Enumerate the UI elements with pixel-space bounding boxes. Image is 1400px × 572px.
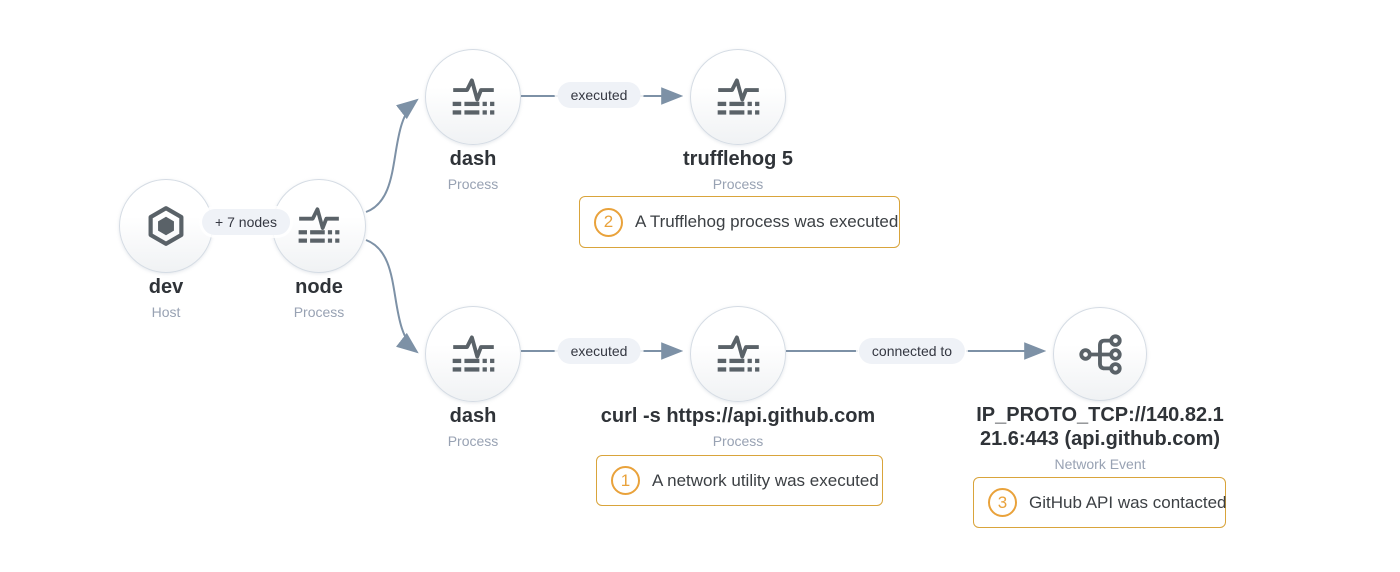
annotation-callout-2: 2 A Trufflehog process was executed	[579, 196, 900, 248]
node-node-process[interactable]	[272, 179, 366, 273]
node-label: IP_PROTO_TCP://140.82.121.6:443 (api.git…	[976, 404, 1224, 450]
node-curl-labels: curl -s https://api.github.com Process	[588, 404, 888, 450]
node-trufflehog-labels: trufflehog 5 Process	[638, 147, 838, 193]
annotation-text: A network utility was executed	[652, 470, 879, 490]
process-icon	[452, 334, 494, 372]
node-sublabel: Host	[151, 304, 181, 320]
host-hexagon-icon	[148, 206, 184, 246]
node-dash-bottom-labels: dash Process	[403, 404, 543, 450]
node-label: curl -s https://api.github.com	[600, 405, 876, 427]
edge-node-to-dash-bottom	[365, 239, 419, 354]
node-dev-host[interactable]	[119, 179, 213, 273]
annotation-callout-1: 1 A network utility was executed	[596, 455, 883, 506]
node-network-event[interactable]	[1053, 307, 1147, 401]
process-icon	[298, 207, 340, 243]
node-sublabel: Process	[447, 433, 499, 449]
network-fork-icon	[1078, 333, 1122, 375]
node-node-labels: node Process	[249, 275, 389, 321]
node-label: dash	[449, 148, 497, 170]
node-label: dev	[148, 276, 184, 298]
node-sublabel: Process	[712, 176, 764, 192]
node-sublabel: Process	[447, 176, 499, 192]
process-icon	[717, 334, 759, 372]
node-curl-process[interactable]	[690, 306, 786, 402]
annotation-text: A Trufflehog process was executed	[635, 212, 899, 231]
node-dash-bottom-process[interactable]	[425, 306, 521, 402]
node-network-event-labels: IP_PROTO_TCP://140.82.121.6:443 (api.git…	[974, 403, 1226, 473]
process-icon	[452, 77, 494, 115]
node-dev-labels: dev Host	[96, 275, 236, 321]
node-dash-top-process[interactable]	[425, 49, 521, 145]
node-label: dash	[449, 405, 497, 427]
edge-label-connected-to[interactable]: connected to	[858, 338, 966, 364]
process-icon	[717, 77, 759, 115]
node-sublabel: Process	[293, 304, 345, 320]
edge-label-executed-top[interactable]: executed	[557, 82, 641, 108]
annotation-callout-3: 3 GitHub API was contacted	[973, 477, 1227, 528]
node-label: trufflehog 5	[683, 148, 793, 170]
edge-node-to-dash-top	[365, 98, 419, 213]
plus-nodes-pill[interactable]: + 7 nodes	[202, 209, 290, 235]
annotation-number-badge: 3	[988, 488, 1017, 517]
node-dash-top-labels: dash Process	[403, 147, 543, 193]
annotation-number-badge: 1	[611, 466, 640, 495]
annotation-number-badge: 2	[594, 207, 623, 237]
node-sublabel: Network Event	[1054, 456, 1146, 472]
node-trufflehog-process[interactable]	[690, 49, 786, 145]
annotation-text: GitHub API was contacted	[1029, 492, 1227, 512]
node-sublabel: Process	[712, 433, 764, 449]
node-label: node	[295, 276, 343, 298]
edge-label-executed-bottom[interactable]: executed	[557, 338, 641, 364]
